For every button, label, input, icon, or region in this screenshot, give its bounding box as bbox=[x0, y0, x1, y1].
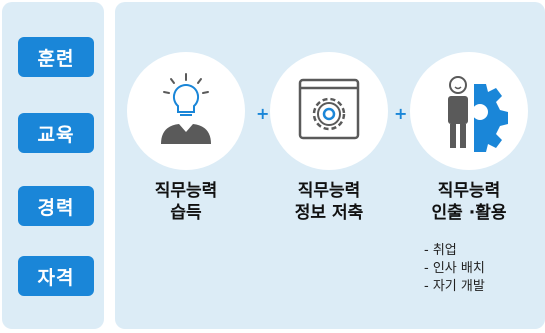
step-3-label: 직무능력 인출 ·활용 bbox=[404, 180, 534, 224]
list-item: - 취업 bbox=[424, 243, 457, 258]
step-2-circle bbox=[270, 52, 388, 170]
gear-window-icon bbox=[298, 78, 360, 140]
sidebar-item-education[interactable]: 교육 bbox=[18, 113, 94, 153]
uses-list: - 취업 - 인사 배치 - 자기 개발 bbox=[424, 242, 485, 296]
step-1-circle bbox=[127, 52, 245, 170]
step-1-label: 직무능력 습득 bbox=[121, 180, 251, 224]
lightbulb-person-icon bbox=[161, 73, 211, 144]
step-2-line2: 정보 저축 bbox=[294, 203, 364, 223]
person-gear-icon bbox=[448, 76, 508, 152]
step-3-line2: 인출 ·활용 bbox=[431, 203, 507, 223]
plus-connector-1: + bbox=[256, 104, 270, 123]
step-2-line1: 직무능력 bbox=[297, 181, 361, 201]
list-item: - 인사 배치 bbox=[424, 261, 485, 276]
sidebar-item-certificate[interactable]: 자격 bbox=[18, 256, 94, 296]
sidebar-item-career[interactable]: 경력 bbox=[18, 186, 94, 226]
sidebar-item-training[interactable]: 훈련 bbox=[18, 37, 94, 77]
step-3-circle bbox=[410, 52, 528, 170]
step-1-line2: 습득 bbox=[170, 203, 202, 223]
list-item: - 자기 개발 bbox=[424, 279, 485, 294]
step-3-line1: 직무능력 bbox=[437, 181, 501, 201]
step-2-label: 직무능력 정보 저축 bbox=[264, 180, 394, 224]
plus-connector-2: + bbox=[394, 104, 408, 123]
sidebar: 훈련 교육 경력 자격 bbox=[2, 2, 104, 329]
step-1-line1: 직무능력 bbox=[154, 181, 218, 201]
